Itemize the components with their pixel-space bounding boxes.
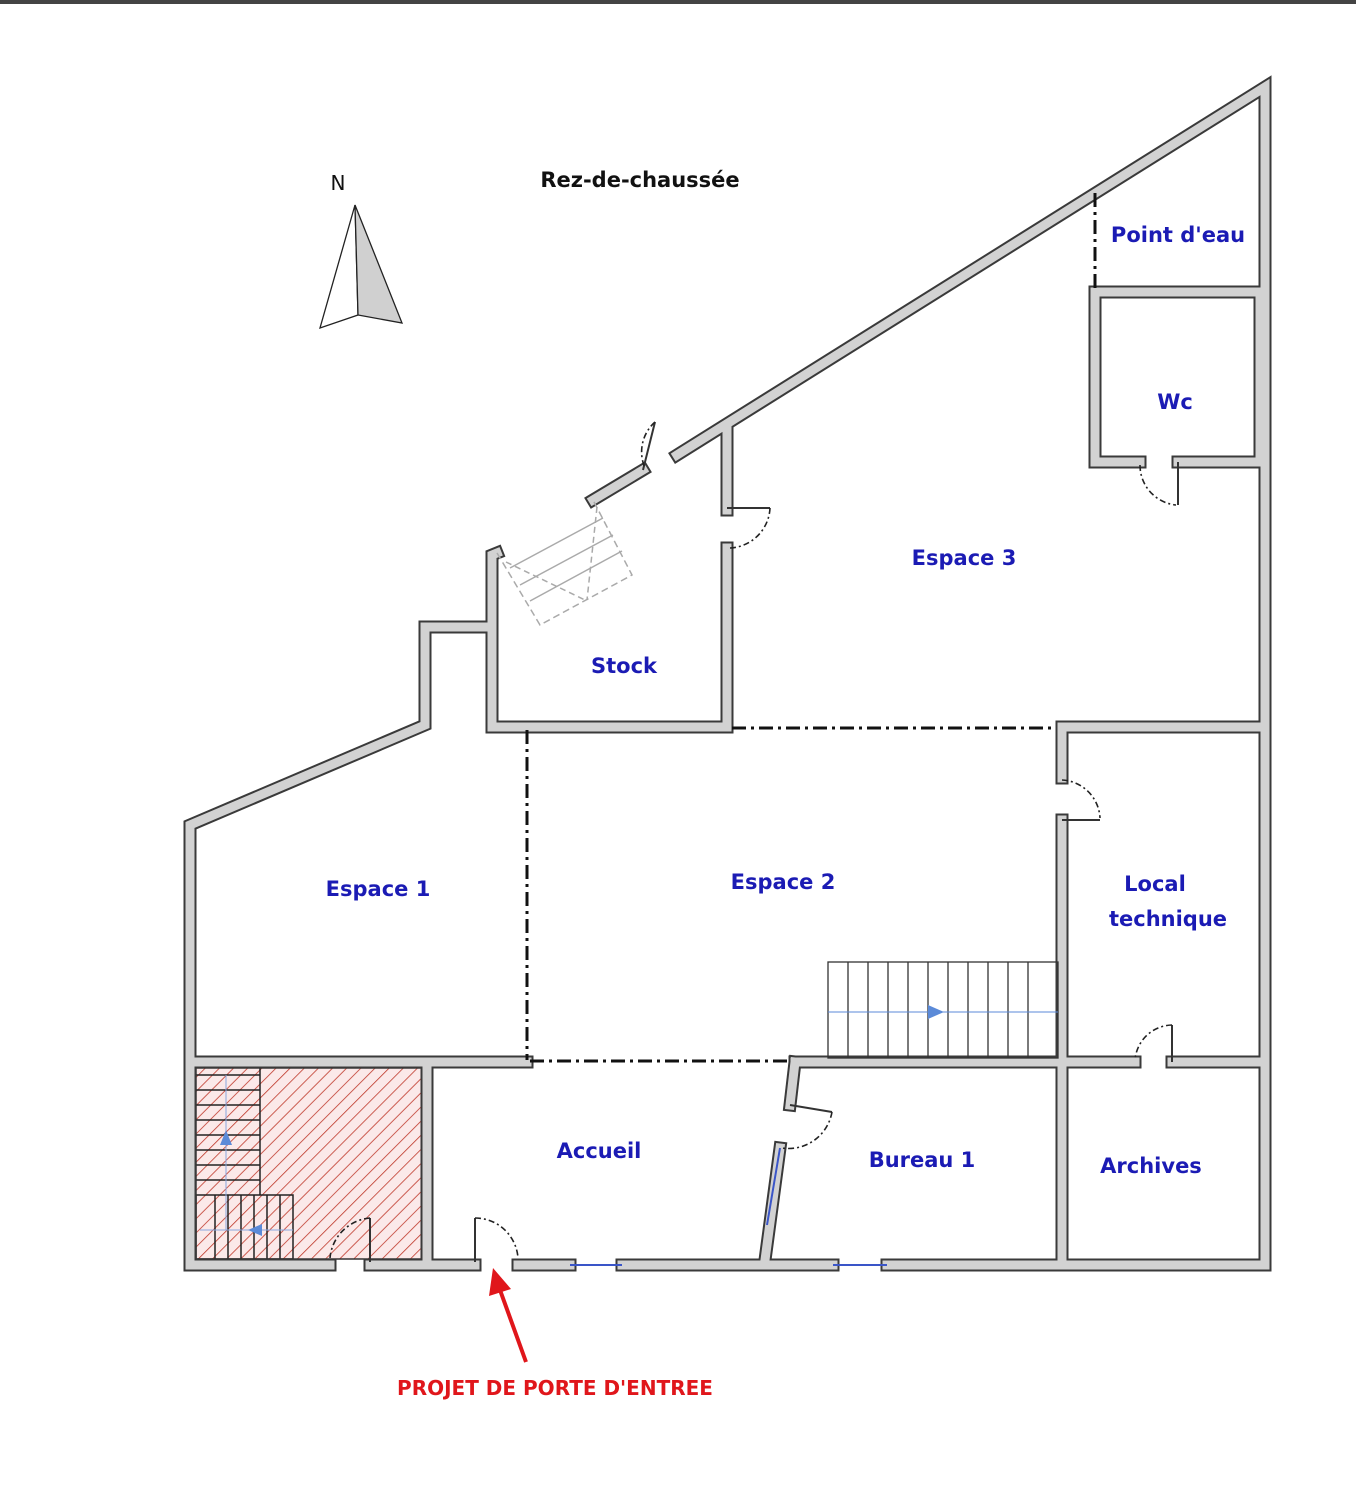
room-local-technique-line1: Local [1124,872,1186,896]
stock-stairs [496,499,634,627]
stair-arrow-left-icon [248,1224,262,1236]
windows [570,1147,887,1266]
top-border [0,0,1356,4]
room-bureau-1: Bureau 1 [869,1148,976,1172]
plan-title: Rez-de-chaussée [540,168,739,192]
room-accueil: Accueil [557,1139,642,1163]
room-espace-2: Espace 2 [731,870,836,894]
room-wc: Wc [1157,390,1193,414]
hatched-zone [195,1067,425,1260]
north-label: N [331,171,346,195]
zone-boundaries [525,193,1097,1063]
stair-arrow-right-icon [928,1005,944,1019]
entrance-door-annotation: PROJET DE PORTE D'ENTREE [397,1376,713,1400]
room-archives: Archives [1100,1154,1202,1178]
room-point-eau: Point d'eau [1111,223,1245,247]
room-stock: Stock [591,654,658,678]
room-local-technique-line2: technique [1109,907,1227,931]
entrance-arrow-icon [489,1268,528,1363]
stair-arrow-up-icon [220,1130,232,1145]
room-espace-1: Espace 1 [326,877,431,901]
main-stairs [827,961,1059,1059]
north-arrow-icon [319,204,404,330]
doors [329,421,1179,1262]
walls [183,75,1272,1272]
room-espace-3: Espace 3 [912,546,1017,570]
